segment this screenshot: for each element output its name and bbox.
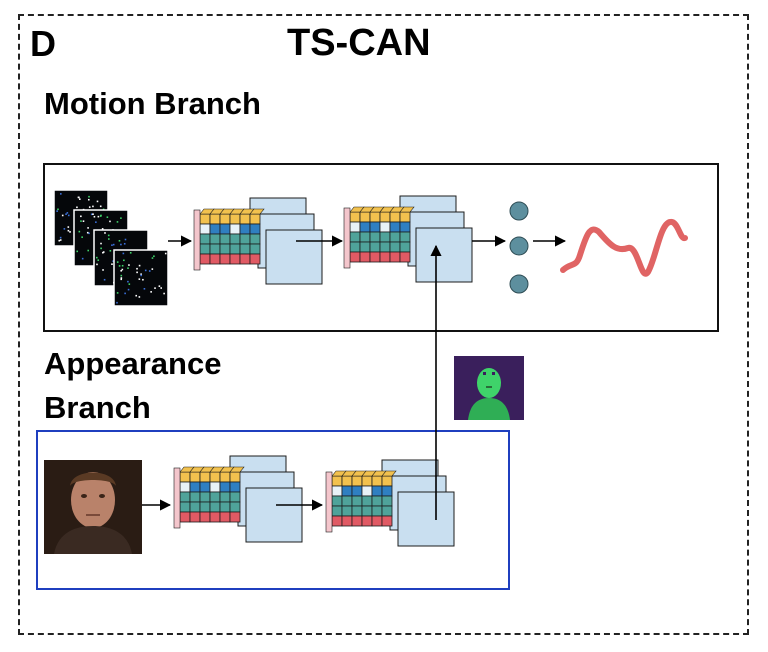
panel-letter: D bbox=[30, 23, 56, 64]
diagram-title: TS-CAN bbox=[287, 22, 431, 64]
flow-arrows bbox=[140, 235, 567, 520]
cnn-block-icon bbox=[173, 455, 303, 543]
motion-frames-icon bbox=[53, 189, 169, 307]
cnn-block-icon bbox=[343, 195, 473, 283]
face-photo-icon bbox=[44, 460, 142, 554]
attention-mask-icon bbox=[454, 356, 524, 420]
motion-branch-box bbox=[43, 163, 719, 332]
pulse-signal-icon bbox=[560, 219, 688, 277]
appearance-branch-box bbox=[36, 430, 510, 590]
motion-branch-label: Motion Branch bbox=[44, 86, 261, 121]
panel-frame bbox=[18, 14, 749, 635]
output-nodes-icon bbox=[509, 201, 529, 294]
cnn-block-icon bbox=[325, 459, 455, 547]
appearance-branch-label: Appearance Branch bbox=[44, 346, 222, 425]
